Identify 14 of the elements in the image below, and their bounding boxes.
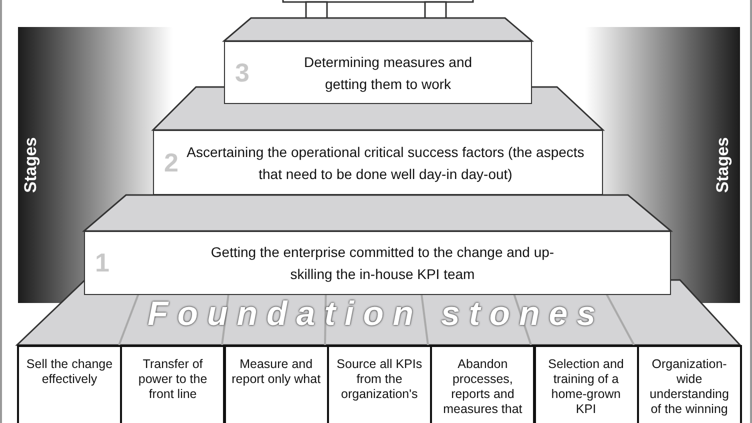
foundation-stone-text: Transfer of power to the front line <box>120 345 226 423</box>
stages-label: Stages <box>20 137 41 193</box>
foundation-stone-text: Abandon processes, reports and measures that <box>430 345 536 423</box>
step-box <box>224 41 532 104</box>
foundation-stone-text: Selection and training of a home-grown KPI <box>534 345 638 423</box>
step-text: Ascertaining the operational critical success factors (the aspects that need to be done well day-in day-out) <box>186 142 586 184</box>
foundation-stone-text: Measure and report only what <box>224 345 329 423</box>
foundation-stone-text: Organization-wide understanding of the winning <box>636 345 742 423</box>
stages-label: Stages <box>712 137 733 193</box>
step-box <box>84 231 671 295</box>
step-text: Determining measures and getting them to work <box>302 52 474 94</box>
foundation-stone-text: Sell the change effectively <box>17 345 122 423</box>
step-box <box>153 130 603 195</box>
step-text: Getting the enterprise committed to the change and up-skilling the in-house KPI team <box>210 243 556 284</box>
